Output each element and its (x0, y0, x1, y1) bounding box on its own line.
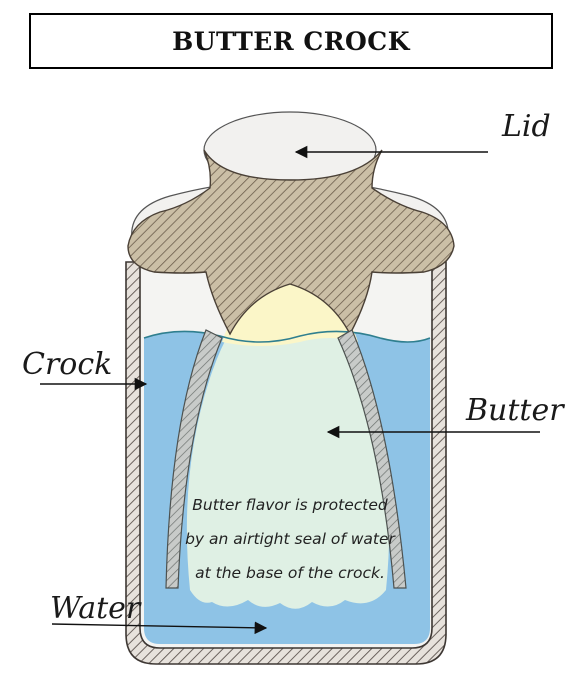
label-water: Water (50, 591, 142, 626)
diagram-title: BUTTER CROCK (172, 26, 410, 56)
lid-sleeve-right (337, 329, 407, 589)
note-line-3: at the base of the crock. (195, 564, 385, 582)
water-surface (143, 330, 431, 343)
butter (186, 280, 390, 609)
note-line-2: by an airtight seal of water (185, 530, 396, 548)
title-box: BUTTER CROCK (29, 13, 553, 69)
lid-sleeve-left (165, 329, 223, 589)
arrow-water (51, 621, 268, 635)
label-butter: Butter (465, 393, 565, 428)
label-lid: Lid (501, 109, 551, 144)
label-crock: Crock (22, 347, 112, 382)
note-line-1: Butter flavor is protected (192, 496, 388, 514)
